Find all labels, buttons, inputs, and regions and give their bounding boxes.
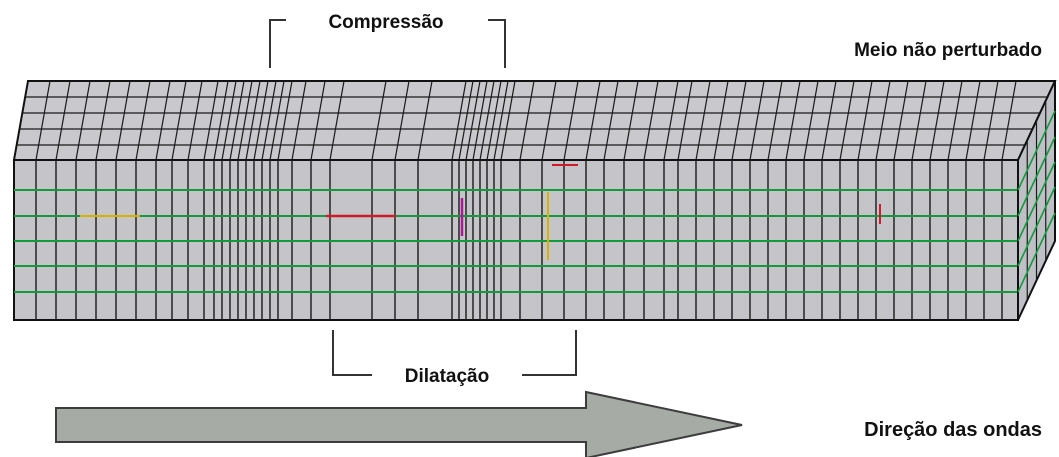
- side-row-line: [1017, 110, 1056, 191]
- side-row-line: [1017, 212, 1056, 293]
- side-row-line: [1017, 186, 1056, 267]
- top-grid-line: [857, 80, 873, 161]
- wave-direction-label: Direção das ondas: [864, 419, 1042, 441]
- top-grid-line: [929, 80, 945, 161]
- top-grid-line: [187, 80, 203, 161]
- top-grid-line: [237, 80, 253, 161]
- top-grid-line: [458, 80, 474, 161]
- top-grid-line: [115, 80, 131, 161]
- front-face-grid: [14, 160, 1018, 320]
- top-grid-line: [983, 80, 999, 161]
- top-grid-line: [55, 80, 71, 161]
- top-grid-line: [713, 80, 729, 161]
- top-grid-line: [731, 80, 747, 161]
- top-grid-line: [135, 80, 151, 161]
- top-grid-line: [785, 80, 801, 161]
- top-grid-line: [95, 80, 111, 161]
- top-grid-line: [213, 80, 229, 161]
- top-grid-line: [35, 80, 51, 161]
- top-grid-line: [310, 80, 326, 161]
- top-grid-line: [277, 80, 293, 161]
- side-face-grid: [1017, 100, 1056, 301]
- medium-block: [12, 80, 1057, 321]
- top-grid-line: [911, 80, 927, 161]
- top-grid-line: [500, 80, 516, 161]
- top-grid-line: [1001, 80, 1017, 161]
- compression-label: Compressão: [328, 12, 443, 33]
- top-grid-line: [203, 80, 219, 161]
- top-grid-line: [155, 80, 171, 161]
- top-grid-line: [643, 80, 659, 161]
- top-grid-line: [291, 80, 307, 161]
- top-grid-line: [947, 80, 963, 161]
- dilation-bracket: [332, 330, 577, 376]
- top-grid-line: [486, 80, 502, 161]
- compression-bracket: [269, 19, 506, 68]
- top-grid-line: [663, 80, 679, 161]
- top-grid-line: [965, 80, 981, 161]
- top-grid-line: [893, 80, 909, 161]
- top-grid-line: [563, 80, 579, 161]
- top-grid-line: [875, 80, 891, 161]
- top-grid-line: [472, 80, 488, 161]
- top-grid-line: [269, 80, 285, 161]
- top-grid-line: [417, 80, 433, 161]
- top-grid-line: [493, 80, 509, 161]
- top-grid-line: [371, 80, 387, 161]
- top-grid-line: [451, 80, 467, 161]
- top-grid-line: [519, 80, 535, 161]
- top-grid-line: [821, 80, 837, 161]
- top-grid-line: [839, 80, 855, 161]
- top-grid-line: [329, 80, 345, 161]
- side-row-line: [1017, 136, 1056, 217]
- top-grid-line: [803, 80, 819, 161]
- top-grid-line: [603, 80, 619, 161]
- top-grid-line: [585, 80, 601, 161]
- top-grid-line: [695, 80, 711, 161]
- top-face-grid: [16, 80, 1048, 161]
- dilation-label: Dilatação: [405, 366, 489, 387]
- top-grid-line: [171, 80, 187, 161]
- undisturbed-medium-label: Meio não perturbado: [854, 40, 1042, 61]
- top-grid-line: [253, 80, 269, 161]
- top-grid-line: [75, 80, 91, 161]
- top-grid-line: [541, 80, 557, 161]
- top-grid-line: [767, 80, 783, 161]
- top-grid-line: [245, 80, 261, 161]
- top-grid-line: [623, 80, 639, 161]
- top-grid-line: [749, 80, 765, 161]
- top-grid-line: [221, 80, 237, 161]
- top-grid-line: [229, 80, 245, 161]
- top-grid-line: [479, 80, 495, 161]
- top-grid-line: [677, 80, 693, 161]
- top-grid-line: [465, 80, 481, 161]
- block-top-face: [12, 80, 1057, 161]
- top-grid-line: [261, 80, 277, 161]
- top-grid-line: [394, 80, 410, 161]
- side-row-line: [1017, 161, 1056, 242]
- wave-direction-arrow: [55, 390, 743, 457]
